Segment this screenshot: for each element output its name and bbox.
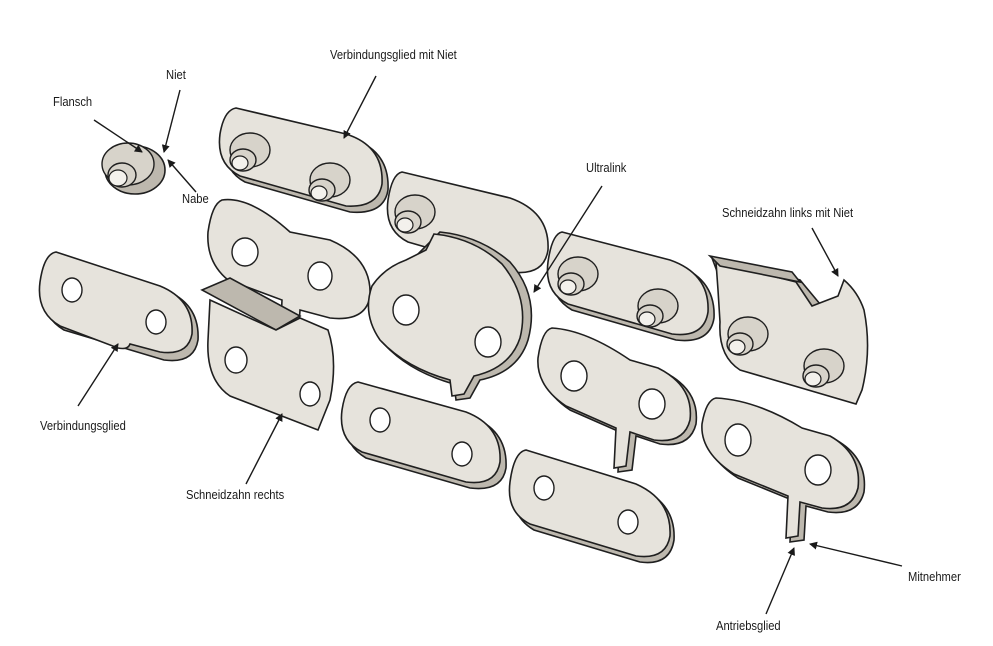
label-schneidzahn-rechts: Schneidzahn rechts bbox=[186, 487, 284, 502]
arrow-verbindungsglied-mit-niet bbox=[344, 76, 376, 138]
label-nabe: Nabe bbox=[182, 191, 209, 206]
arrow-nabe bbox=[168, 160, 196, 192]
label-flansch: Flansch bbox=[53, 94, 92, 109]
connecting-link-lower-middle bbox=[341, 382, 506, 489]
arrow-mitnehmer bbox=[810, 544, 902, 566]
arrow-niet bbox=[164, 90, 180, 152]
arrow-schneidzahn-links bbox=[812, 228, 838, 276]
connecting-link-left bbox=[39, 252, 198, 361]
connecting-link-with-rivet-top bbox=[219, 108, 388, 212]
rivet-part bbox=[102, 143, 165, 194]
connecting-link-bottom bbox=[509, 450, 674, 563]
label-niet: Niet bbox=[166, 67, 186, 82]
arrow-antriebsglied bbox=[766, 548, 794, 614]
arrow-schneidzahn-rechts bbox=[246, 414, 282, 484]
label-schneidzahn-links-mit-niet: Schneidzahn links mit Niet bbox=[722, 205, 853, 220]
label-verbindungsglied-mit-niet: Verbindungsglied mit Niet bbox=[330, 47, 457, 62]
connecting-link-with-rivet-right bbox=[547, 232, 714, 341]
arrow-verbindungsglied bbox=[78, 344, 118, 406]
label-verbindungsglied: Verbindungsglied bbox=[40, 418, 126, 433]
drive-link-right bbox=[702, 398, 865, 542]
left-cutter-with-rivet bbox=[710, 256, 868, 404]
label-mitnehmer: Mitnehmer bbox=[908, 569, 961, 584]
label-antriebsglied: Antriebsglied bbox=[716, 618, 781, 633]
label-ultralink: Ultralink bbox=[586, 160, 626, 175]
drive-link-middle bbox=[538, 328, 697, 472]
